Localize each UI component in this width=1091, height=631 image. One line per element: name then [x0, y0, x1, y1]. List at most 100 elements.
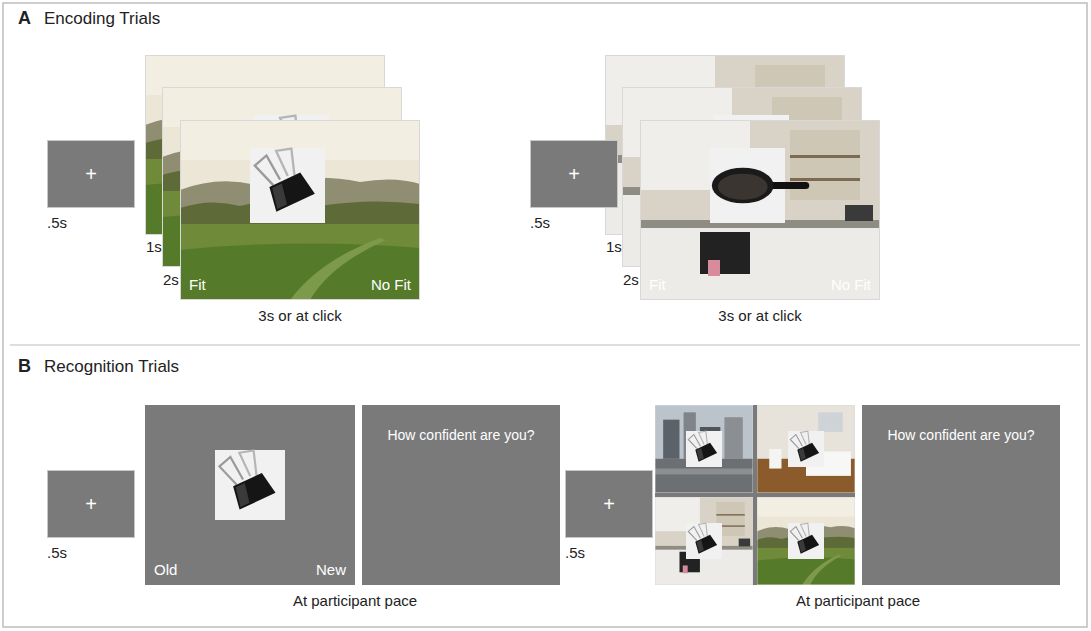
city-photo [655, 405, 753, 493]
panel-letter: A [18, 8, 31, 29]
fixation-cross: + [85, 163, 97, 186]
fixation-cross: + [603, 493, 615, 516]
recognition-screen: Old New [145, 405, 355, 585]
clip-shine [797, 540, 808, 552]
duration-label: .5s [565, 544, 585, 561]
fixation-screen: + [530, 140, 618, 208]
binder-clip-icon [687, 521, 717, 554]
duration-label: .5s [47, 544, 67, 561]
fixation-screen: + [47, 140, 135, 208]
shelf-unit [790, 130, 860, 200]
duration-label: 3s or at click [258, 307, 341, 324]
shelf [790, 178, 860, 181]
fixation-screen: + [565, 470, 653, 538]
clip-shine [695, 540, 706, 552]
object-card [788, 523, 824, 559]
track [802, 555, 841, 585]
object-card [686, 523, 722, 559]
photo-border [757, 497, 855, 585]
field [180, 224, 420, 300]
recognition-screen [145, 405, 355, 585]
duration-label: .5s [47, 214, 67, 231]
encoding-screen: Fit No Fit [180, 120, 420, 300]
clip-shine [268, 183, 290, 209]
sky-glow [757, 497, 855, 517]
figure-border [3, 3, 1087, 627]
clip-body [795, 534, 819, 554]
photo-border [640, 120, 880, 300]
binder-clip-icon [253, 144, 315, 212]
pan-handle [769, 182, 809, 189]
duration-label: 3s or at click [718, 307, 801, 324]
duration-label: At participant pace [796, 592, 920, 609]
wall [757, 405, 855, 493]
panel-letter: B [18, 356, 31, 377]
clip-wire [699, 521, 712, 537]
panel-title: Encoding Trials [44, 9, 160, 29]
landscape-photo [757, 497, 855, 585]
clip-body [693, 442, 717, 462]
photo-border [757, 405, 855, 493]
clip-body [266, 171, 315, 212]
mirror [818, 412, 843, 432]
pan-rim [712, 168, 774, 204]
response-option: New [316, 561, 346, 578]
clip-body [795, 442, 819, 462]
response-option: Old [154, 561, 177, 578]
wall [655, 497, 753, 585]
kitchen-photo [655, 497, 753, 585]
lower-cabinets [640, 228, 880, 300]
response-option: No Fit [831, 276, 871, 293]
quad-screen [655, 405, 855, 585]
fixation-cross: + [568, 163, 580, 186]
confidence-screen: How confident are you? [362, 405, 560, 585]
sky [757, 497, 855, 585]
panel-title: Recognition Trials [44, 357, 179, 377]
duration-label: .5s [530, 214, 550, 231]
clip-body [693, 534, 717, 554]
object-card [788, 431, 824, 467]
clip-wire [239, 447, 263, 478]
duration-label: 1s [146, 238, 162, 255]
object-card [686, 431, 722, 467]
response-option: Fit [649, 276, 666, 293]
pan-inner [718, 174, 768, 200]
response-option: No Fit [371, 276, 411, 293]
binder-clip-icon [218, 446, 276, 509]
encoding-screen: Fit No Fit [640, 120, 880, 300]
building [663, 420, 679, 459]
binder-clip-icon [687, 429, 717, 462]
photo-border [180, 120, 420, 300]
question-text: How confident are you? [387, 427, 534, 443]
response-option: Fit [189, 276, 206, 293]
towel [708, 260, 720, 276]
panel-divider [10, 344, 1080, 345]
building [724, 417, 742, 459]
shelf [716, 514, 745, 515]
fixation-screen: + [47, 470, 135, 538]
kitchen-photo [640, 120, 880, 300]
landscape-photo [180, 120, 420, 300]
duration-label: 1s [606, 238, 622, 255]
clip-shine [232, 483, 253, 507]
binder-clip-icon [789, 429, 819, 462]
duration-label: 2s [623, 271, 639, 288]
appliance [845, 205, 873, 221]
shelf [790, 155, 860, 158]
appliance [739, 539, 750, 547]
confidence-screen: How confident are you? [862, 405, 1060, 585]
wall [640, 120, 880, 300]
bathroom-photo [757, 405, 855, 493]
oven [700, 232, 750, 274]
binder-clip-icon [789, 521, 819, 554]
wet-shine [655, 469, 753, 475]
clip-wire [801, 429, 814, 445]
frying-pan-icon [712, 168, 809, 204]
object-card [250, 148, 325, 223]
duration-label: 2s [163, 271, 179, 288]
clip-wire [276, 145, 302, 178]
toilet [769, 449, 781, 469]
sky [655, 405, 753, 493]
photo-border [655, 497, 753, 585]
